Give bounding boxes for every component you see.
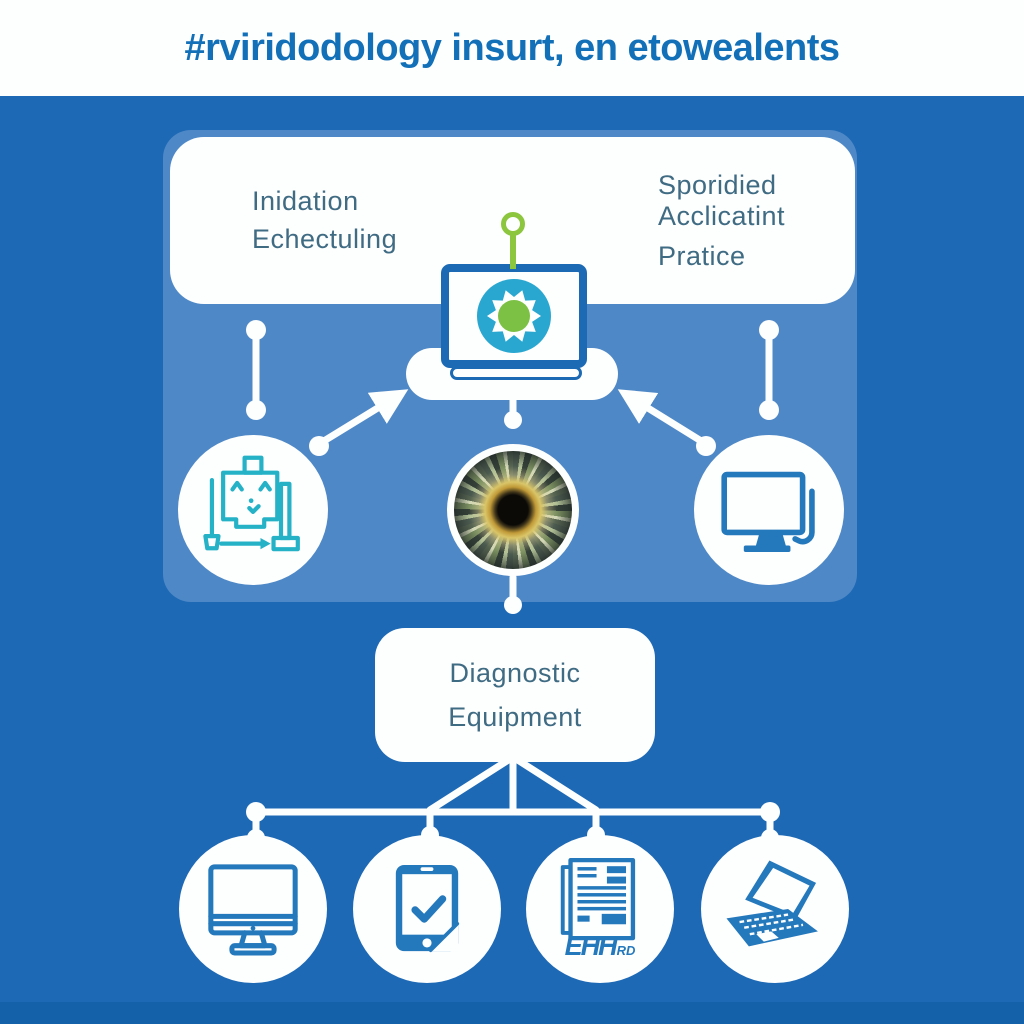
desktop-monitor-icon <box>208 864 298 956</box>
page-title: #rviridodology insurt, en etowealents <box>184 26 840 69</box>
laptop-gear-icon <box>441 264 587 368</box>
green-pin-icon <box>501 212 525 236</box>
iris-photo <box>447 444 579 576</box>
monitor-cable-icon <box>721 471 815 552</box>
laptop-icon <box>726 860 818 947</box>
diagnostic-device-icon <box>203 455 300 552</box>
ehr-label: EHH RD <box>526 931 674 962</box>
node-desktop-monitor <box>179 835 327 983</box>
ehr-label-main: EHH <box>564 931 618 961</box>
tablet-checkmark-icon <box>395 865 460 953</box>
green-pin-stem <box>510 233 516 269</box>
node-ehr-document: EHH RD <box>526 835 674 983</box>
diagnostic-box-line-1: Diagnostic <box>449 657 581 688</box>
laptop-base <box>450 366 582 380</box>
node-monitor <box>694 435 844 585</box>
header-bar: #rviridodology insurt, en etowealents <box>0 0 1024 96</box>
node-laptop <box>701 835 849 983</box>
diagnostic-box-line-2: Equipment <box>448 701 582 732</box>
top-box-right-line-2: Acclicatint <box>658 201 786 231</box>
top-box-right-line-3: Pratice <box>658 241 746 271</box>
gear-sun-icon <box>477 279 551 353</box>
bottom-band <box>0 1002 1024 1024</box>
ehr-document-icon <box>560 857 636 941</box>
top-box-right-line-1: Sporidied <box>658 170 777 200</box>
node-tablet <box>353 835 501 983</box>
diagnostic-equipment-box: Diagnostic Equipment <box>375 628 655 762</box>
ehr-label-sub: RD <box>616 943 636 958</box>
top-box-left-line-1: Inidation <box>252 186 359 216</box>
node-diagnostic-device <box>178 435 328 585</box>
top-box-left-line-2: Echectuling <box>252 224 398 254</box>
